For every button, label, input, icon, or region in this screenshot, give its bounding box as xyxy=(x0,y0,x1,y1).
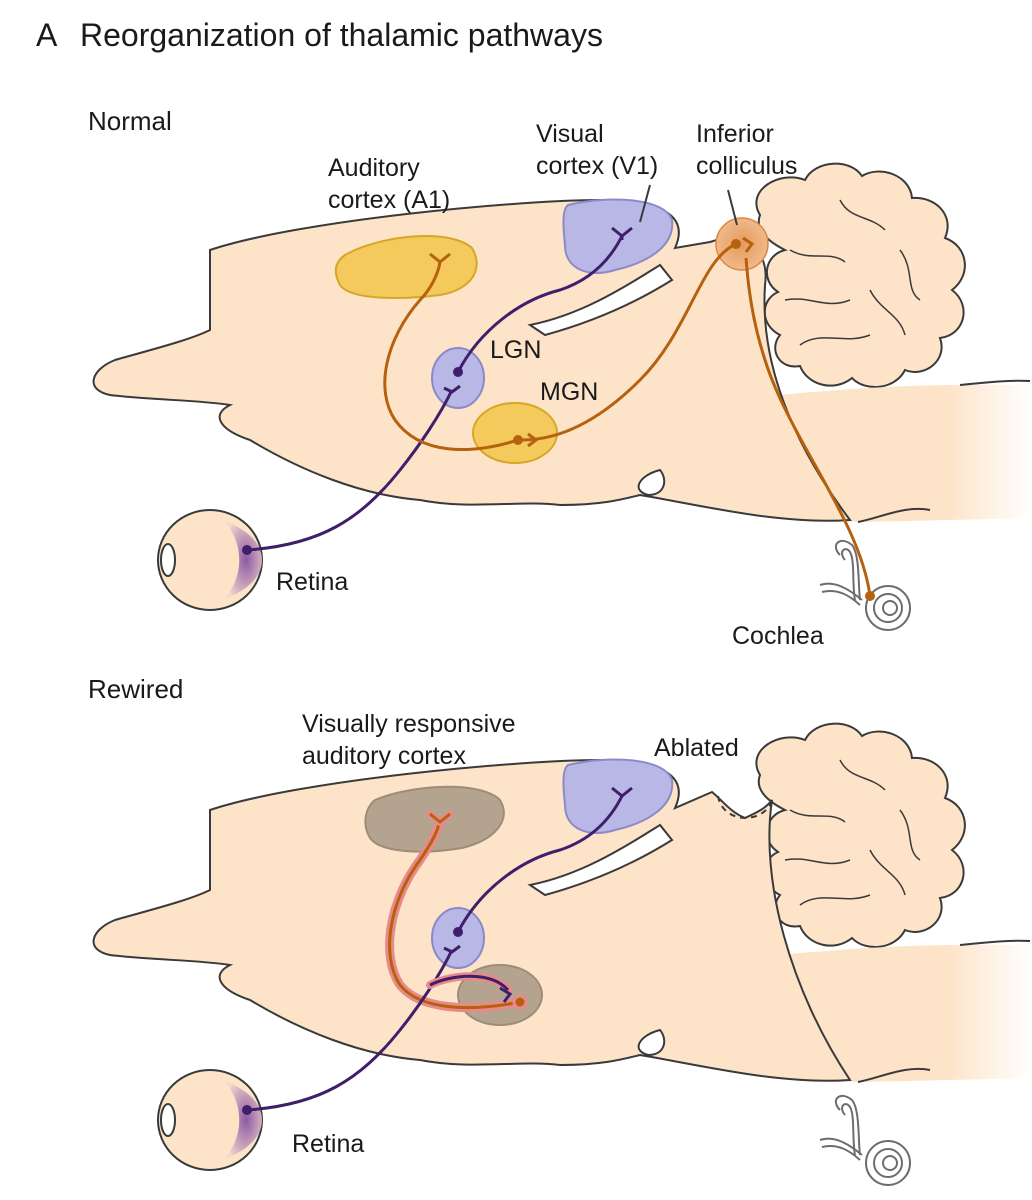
visual-cortex-area xyxy=(562,198,674,274)
label-cochlea: Cochlea xyxy=(732,622,824,650)
cochlea-normal xyxy=(819,539,911,631)
mgn-neuron xyxy=(513,435,523,445)
mgn-visual-terminal xyxy=(499,986,513,1003)
eye-rewired xyxy=(157,1069,263,1171)
brainstem-outline xyxy=(857,379,1031,523)
v1-terminal xyxy=(611,226,633,240)
label-inferior-colliculus-2: colliculus xyxy=(696,152,797,180)
ventral-notch-rewired xyxy=(637,1028,666,1057)
cochlea-rewired xyxy=(819,1094,911,1186)
label-retina-normal: Retina xyxy=(276,568,348,596)
label-lgn: LGN xyxy=(490,336,541,364)
v1-terminal-rewired xyxy=(611,786,633,798)
mgn-area xyxy=(472,402,558,464)
rewired-heading: Rewired xyxy=(88,674,183,704)
lgn-neuron xyxy=(453,367,463,377)
auditory-cortex-area xyxy=(334,235,478,299)
ventral-notch xyxy=(637,468,666,497)
cerebellum-folds xyxy=(784,199,921,346)
normal-heading: Normal xyxy=(88,106,172,136)
ic-terminal xyxy=(742,236,755,253)
label-mgn: MGN xyxy=(540,378,598,406)
lgn-to-v1-axon-rewired xyxy=(456,795,624,933)
visual-cortex-leader xyxy=(639,184,651,223)
brainstem-outline-rewired xyxy=(857,939,1031,1083)
lgn-to-v1-axon xyxy=(456,235,624,373)
figure-title: Reorganization of thalamic pathways xyxy=(80,17,603,53)
cochlea-neuron xyxy=(865,591,875,601)
visual-pathway-normal xyxy=(246,389,454,552)
ic-to-mgn-axon xyxy=(521,242,737,442)
lgn-neuron-rewired xyxy=(453,927,463,937)
mgn-to-a1-axon-rewired xyxy=(388,819,521,1010)
a1-terminal-rewired xyxy=(429,812,451,824)
mgn-terminal xyxy=(527,432,539,448)
inferior-colliculus-area xyxy=(715,217,769,271)
label-responsive-cortex-2: auditory cortex xyxy=(302,742,466,770)
label-inferior-colliculus-1: Inferior xyxy=(696,120,774,148)
ventricle-slot xyxy=(527,263,674,337)
label-retina-rewired: Retina xyxy=(292,1130,364,1158)
lgn-area-rewired xyxy=(431,907,485,969)
retina-to-mgn-branch xyxy=(429,974,510,992)
cerebellum xyxy=(755,162,966,389)
colliculus-leader xyxy=(727,189,738,226)
visual-cortex-area-rewired xyxy=(562,758,674,834)
auditory-pathway-normal xyxy=(744,257,872,597)
retina-neuron-rewired xyxy=(242,1105,252,1115)
lgn-terminal xyxy=(443,384,461,394)
mgn-neuron-rewired xyxy=(512,994,528,1010)
rewired-panel: Rewired xyxy=(88,674,1032,1186)
eye-normal xyxy=(157,509,263,611)
mgn-to-a1-axon xyxy=(383,261,519,451)
label-responsive-cortex-1: Visually responsive xyxy=(302,710,516,738)
cerebellum-rewired xyxy=(755,722,966,949)
label-auditory-cortex-1: Auditory xyxy=(328,154,420,182)
label-auditory-cortex-2: cortex (A1) xyxy=(328,186,450,214)
label-visual-cortex-1: Visual xyxy=(536,120,604,148)
lgn-terminal-rewired xyxy=(443,944,461,954)
panel-letter: A xyxy=(36,17,58,53)
ic-neuron xyxy=(731,239,741,249)
normal-panel: Normal xyxy=(88,106,1032,650)
lgn-area xyxy=(431,347,485,409)
ventricle-slot-rewired xyxy=(527,823,674,897)
retina-neuron xyxy=(242,545,252,555)
label-ablated: Ablated xyxy=(654,734,739,762)
a1-terminal xyxy=(429,252,451,264)
ablated-colliculus xyxy=(717,795,773,819)
label-visual-cortex-2: cortex (V1) xyxy=(536,152,658,180)
cerebellum-folds-rewired xyxy=(784,759,921,906)
